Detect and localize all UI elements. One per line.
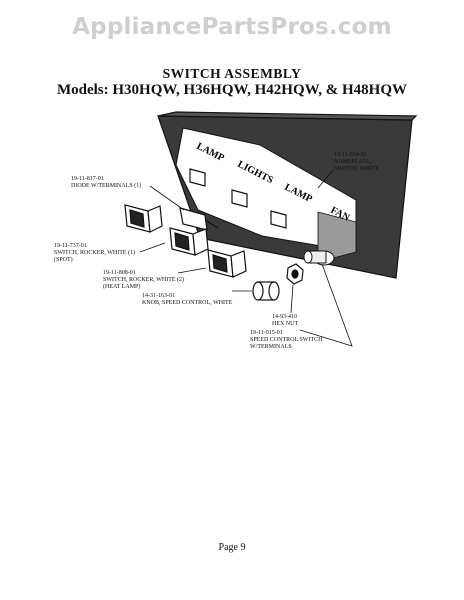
callout-knob-part: 14-31-163-01: [142, 293, 175, 299]
panel-top-face: [157, 111, 418, 121]
callout-nameplate-line1: NAMEPLATE,: [334, 159, 372, 165]
rocker-2-face: [174, 232, 190, 251]
opening-1: [189, 168, 206, 187]
opening-3: [270, 210, 287, 229]
rocker-2-side: [192, 228, 209, 256]
callout-knob-line1: KNOB, SPEED CONTROL, WHITE: [142, 300, 233, 306]
callout-speed-switch-line2: W/TERMINALS: [250, 344, 292, 350]
callout-hex-nut-part: 14-93-410: [272, 314, 297, 320]
callout-speed-switch-line1: SPEED CONTROL SWITCH: [250, 337, 323, 343]
callout-rocker-heat-line2: (HEAT LAMP): [103, 283, 140, 290]
diode-with-terminals: [179, 207, 219, 231]
leader-diode: [149, 185, 185, 211]
diagram-subtitle: Models: H30HQW, H36HQW, H42HQW, & H48HQW: [56, 82, 408, 98]
leader-hex-nut: [290, 284, 294, 314]
rocker-1-side: [147, 205, 163, 233]
nameplate-strip: [175, 127, 357, 253]
switch-openings: [189, 168, 287, 229]
leader-lines: [139, 169, 353, 347]
rocker-switch-3: [207, 249, 247, 278]
leader-speed-switch: [299, 263, 353, 347]
knob-back: [268, 281, 280, 301]
callout-speed-switch-part: 19-11-915-01: [250, 330, 283, 336]
callout-diode-part: 19-11-817-01: [71, 176, 104, 182]
leader-nameplate: [317, 169, 334, 189]
callout-diode-line1: DIODE W/TERMINALS (1): [71, 182, 141, 189]
speed-control-boss: [303, 250, 335, 266]
leader-rocker-spot: [139, 242, 166, 253]
diode-body: [179, 207, 208, 231]
hex-nut-hole: [291, 269, 299, 279]
watermark: AppliancePartsPros.com: [72, 14, 392, 40]
hex-nut: [286, 263, 304, 285]
rocker-1-face: [129, 209, 145, 228]
callout-rocker-spot-line1: SWITCH, ROCKER, WHITE (1): [54, 249, 135, 256]
callout-rocker-spot-part: 19-11-737-01: [54, 243, 87, 249]
rocker-3-face: [212, 254, 228, 273]
rocker-switch-1: [124, 204, 163, 233]
callout-rocker-spot-line2: (SPOT): [54, 256, 73, 263]
callout-rocker-heat-line1: SWITCH, ROCKER, WHITE (2): [103, 276, 184, 283]
leader-rocker-heat: [177, 267, 207, 274]
diode-lead: [204, 219, 219, 229]
knob-face: [252, 281, 264, 301]
nameplate-strip-edge: [317, 211, 357, 263]
diagram-title: SWITCH ASSEMBLY: [162, 66, 302, 81]
callout-hex-nut-line1: HEX NUT: [272, 321, 298, 327]
opening-2: [231, 189, 248, 208]
rocker-3-side: [230, 250, 247, 278]
boss-tip: [303, 250, 313, 264]
callout-rocker-heat-part: 19-11-808-01: [103, 270, 136, 276]
callout-nameplate-line2: SWITCH, WHITE: [334, 166, 380, 172]
rocker-switch-2: [169, 227, 209, 256]
callout-nameplate-part: 19-11-914-02: [334, 152, 367, 158]
page-number: Page 9: [218, 542, 246, 553]
speed-control-knob: [252, 281, 280, 301]
